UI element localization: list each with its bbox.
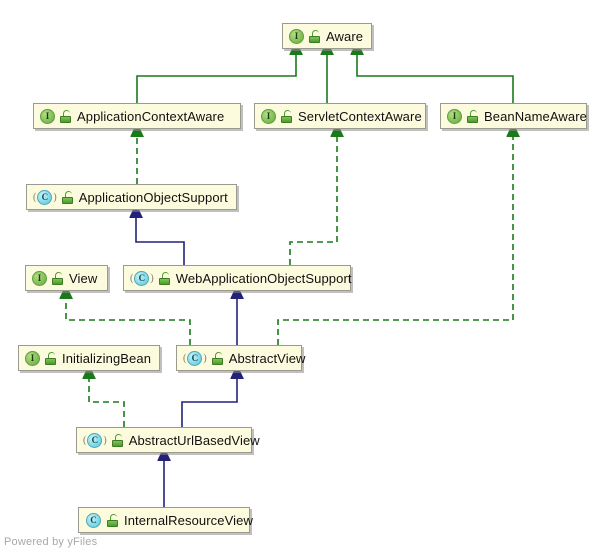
- class-node-label: InternalResourceView: [124, 512, 253, 528]
- class-node-label: ApplicationObjectSupport: [78, 189, 228, 205]
- edge-generalization-abstractUrlBasedView-to-abstractView: [181, 377, 237, 427]
- lock-icon: [158, 271, 171, 285]
- edge-realization-abstractView-to-beanNameAware: [277, 135, 513, 345]
- interface-icon: I: [32, 270, 47, 286]
- abstract-class-icon: (C): [183, 350, 207, 366]
- class-node-beanNameAware[interactable]: I BeanNameAware: [440, 103, 587, 129]
- class-node-label: BeanNameAware: [484, 108, 587, 124]
- class-node-abstractView[interactable]: (C) AbstractView: [176, 345, 305, 371]
- class-node-label: Aware: [326, 28, 364, 44]
- interface-icon: I: [289, 28, 304, 44]
- class-node-label: AbstractView: [228, 350, 306, 366]
- edge-realization-beanNameAware-to-aware: [357, 53, 514, 103]
- edge-realization-applicationContextAware-to-aware: [136, 53, 296, 103]
- edge-realization-abstractUrlBasedView-to-initializingBean: [89, 377, 125, 427]
- lock-icon: [52, 271, 64, 285]
- abstract-class-icon: (C): [33, 189, 57, 205]
- edge-realization-webApplicationObjectSupport-to-servletContextAware: [289, 135, 337, 265]
- class-node-label: ServletContextAware: [298, 108, 422, 124]
- interface-icon: I: [261, 108, 276, 124]
- lock-icon: [61, 190, 74, 204]
- lock-icon: [60, 109, 72, 123]
- class-node-applicationObjectSupport[interactable]: (C) ApplicationObjectSupport: [26, 184, 237, 210]
- class-node-abstractUrlBasedView[interactable]: (C) AbstractUrlBasedView: [76, 427, 260, 453]
- class-node-initializingBean[interactable]: I InitializingBean: [18, 345, 160, 371]
- abstract-class-icon: (C): [130, 270, 154, 286]
- class-node-webApplicationObjectSupport[interactable]: (C) WebApplicationObjectSupport: [123, 265, 351, 291]
- lock-icon: [45, 351, 57, 365]
- lock-icon: [309, 29, 321, 43]
- lock-icon: [467, 109, 479, 123]
- class-node-internalResourceView[interactable]: C InternalResourceView: [78, 507, 253, 533]
- class-node-aware[interactable]: I Aware: [282, 23, 372, 49]
- lock-icon: [107, 513, 119, 527]
- edge-generalization-webApplicationObjectSupport-to-applicationObjectSupport: [136, 216, 185, 265]
- lock-icon: [281, 109, 293, 123]
- interface-icon: I: [40, 108, 55, 124]
- class-node-view[interactable]: I View: [25, 265, 108, 291]
- edge-group: [66, 53, 513, 507]
- class-node-label: View: [69, 270, 98, 286]
- abstract-class-icon: (C): [83, 432, 107, 448]
- watermark-label: Powered by yFiles: [4, 536, 98, 548]
- lock-icon: [211, 351, 224, 365]
- interface-icon: I: [447, 108, 462, 124]
- class-node-label: WebApplicationObjectSupport: [175, 270, 352, 286]
- interface-icon: I: [25, 350, 40, 366]
- lock-icon: [111, 433, 124, 447]
- class-icon: C: [85, 512, 102, 528]
- class-node-label: AbstractUrlBasedView: [128, 432, 260, 448]
- class-node-applicationContextAware[interactable]: I ApplicationContextAware: [33, 103, 241, 129]
- class-node-servletContextAware[interactable]: I ServletContextAware: [254, 103, 426, 129]
- class-node-label: ApplicationContextAware: [77, 108, 225, 124]
- class-node-label: InitializingBean: [62, 350, 152, 366]
- edge-realization-abstractView-to-view: [66, 297, 191, 345]
